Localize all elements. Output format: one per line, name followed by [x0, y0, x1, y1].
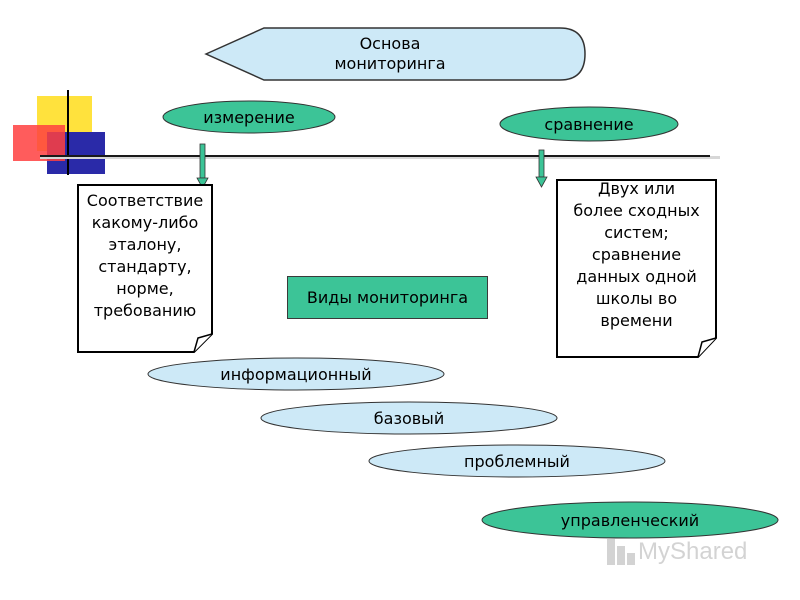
type-problem-label: проблемный	[464, 451, 570, 471]
monitoring-types-box: Виды мониторинга	[287, 276, 488, 319]
left-note-text: Соответствие какому-либо эталону, станда…	[86, 191, 204, 320]
watermark-text: MyShared	[638, 538, 748, 565]
header-label: Основа мониторинга	[334, 34, 446, 73]
type-oval-2	[260, 401, 558, 435]
left-note-fold	[193, 333, 213, 353]
right-down-arrow	[535, 149, 548, 188]
right-note-text: Двух или более сходных систем; сравнение…	[573, 179, 700, 330]
type-oval-3	[368, 444, 666, 478]
left-oval-shape	[162, 100, 336, 134]
right-oval-shape	[499, 106, 679, 142]
monitoring-types-title: Виды мониторинга	[306, 287, 469, 307]
type-informational-label: информационный	[220, 364, 372, 384]
type-basic-label: базовый	[373, 408, 445, 428]
type-managerial-label: управленческий	[560, 510, 700, 530]
watermark-logo-icon	[607, 539, 635, 565]
measurement-label: измерение	[203, 107, 295, 127]
header-shape	[204, 27, 586, 81]
right-note-fold	[697, 337, 717, 358]
type-oval-1	[147, 357, 445, 391]
comparison-label: сравнение	[544, 114, 634, 134]
type-oval-4	[481, 501, 779, 539]
horizontal-rule	[40, 156, 720, 159]
left-down-arrow	[196, 143, 209, 189]
